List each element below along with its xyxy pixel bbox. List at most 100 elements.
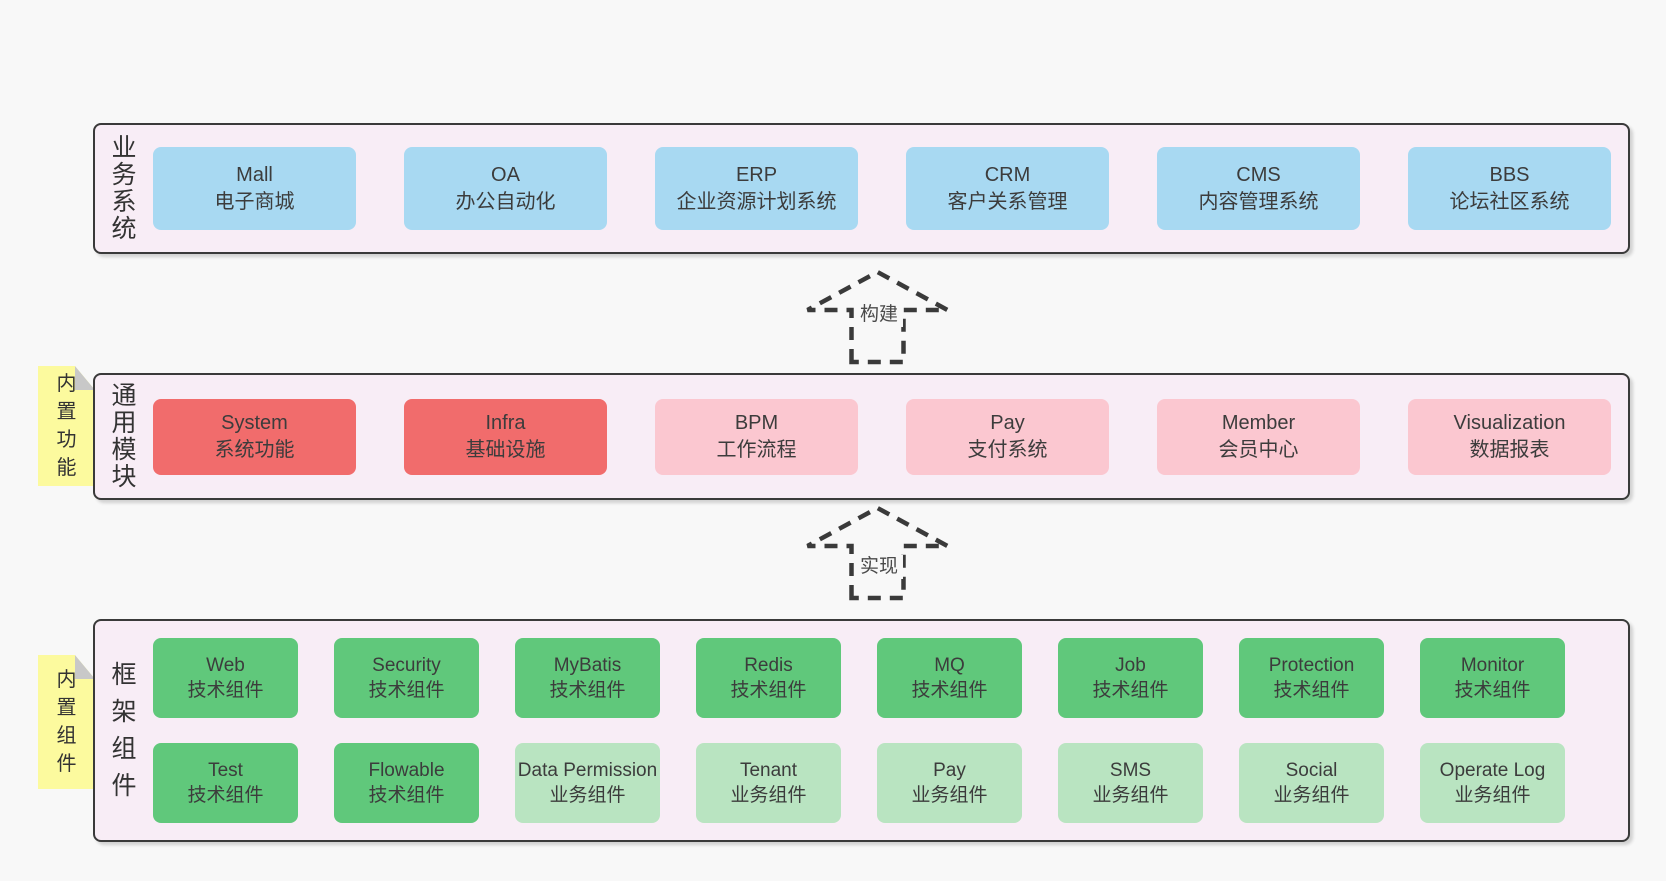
box-title: Protection xyxy=(1268,655,1355,676)
box-subtitle: 技术组件 xyxy=(1092,680,1169,701)
sticky-label-char: 内 xyxy=(56,669,77,691)
box-title: Mall xyxy=(236,163,273,186)
sticky-label-char: 内 xyxy=(56,373,77,395)
box-subtitle: 技术组件 xyxy=(368,785,445,806)
tier-label-char: 架 xyxy=(111,697,137,726)
box-title: Web xyxy=(206,655,245,676)
box-subtitle: 技术组件 xyxy=(549,680,626,701)
box-title: Pay xyxy=(933,760,966,781)
box-title: Job xyxy=(1115,655,1146,676)
sticky-note-label: 内置功能 xyxy=(57,370,77,482)
tier-label-char: 统 xyxy=(111,214,137,243)
box-subtitle: 技术组件 xyxy=(368,680,445,701)
box-title: Flowable xyxy=(368,760,445,781)
module-box-flowable: Flowable 技术组件 xyxy=(334,743,479,823)
box-title: Infra xyxy=(485,411,526,434)
tier-label-char: 模 xyxy=(111,435,137,464)
sticky-note-builtin-components: 内置组件 xyxy=(38,655,95,789)
module-box-pay: Pay 业务组件 xyxy=(877,743,1022,823)
sticky-label-char: 置 xyxy=(56,401,77,423)
tier-label-char: 组 xyxy=(111,734,137,763)
box-title: BBS xyxy=(1489,163,1530,186)
box-title: Social xyxy=(1285,760,1338,781)
sticky-note-label: 内置组件 xyxy=(57,666,77,778)
sticky-label-char: 能 xyxy=(56,457,77,479)
module-box-web: Web 技术组件 xyxy=(153,638,298,718)
dashed-up-arrow-implement xyxy=(806,505,949,601)
module-box-system: System 系统功能 xyxy=(153,398,356,475)
module-box-oa: OA 办公自动化 xyxy=(404,147,607,230)
box-subtitle: 技术组件 xyxy=(187,680,264,701)
box-subtitle: 会员中心 xyxy=(1218,438,1299,461)
module-box-sms: SMS 业务组件 xyxy=(1058,743,1203,823)
box-title: System xyxy=(221,411,288,434)
box-subtitle: 技术组件 xyxy=(911,680,988,701)
box-subtitle: 技术组件 xyxy=(1454,680,1531,701)
tier-label-char: 件 xyxy=(111,771,137,800)
box-title: BPM xyxy=(734,411,779,434)
tier-label-business-systems: 业务系统 xyxy=(95,125,153,252)
tier-label-common-modules: 通用模块 xyxy=(95,375,153,498)
box-title: Operate Log xyxy=(1439,760,1546,781)
sticky-note-builtin-features: 内置功能 xyxy=(38,366,95,486)
module-box-mybatis: MyBatis 技术组件 xyxy=(515,638,660,718)
dashed-up-arrow-build xyxy=(806,269,949,365)
module-box-infra: Infra 基础设施 xyxy=(404,398,607,475)
box-subtitle: 业务组件 xyxy=(1092,785,1169,806)
box-subtitle: 论坛社区系统 xyxy=(1449,190,1570,213)
arrow-label-build: 构建 xyxy=(854,303,904,327)
sticky-label-char: 功 xyxy=(56,429,77,451)
sticky-label-char: 置 xyxy=(56,697,77,719)
module-box-monitor: Monitor 技术组件 xyxy=(1420,638,1565,718)
box-subtitle: 基础设施 xyxy=(465,438,546,461)
module-box-tenant: Tenant 业务组件 xyxy=(696,743,841,823)
box-subtitle: 业务组件 xyxy=(1454,785,1531,806)
folded-corner-icon xyxy=(75,366,95,390)
box-subtitle: 系统功能 xyxy=(214,438,295,461)
tier-label-char: 用 xyxy=(111,408,137,437)
box-subtitle: 客户关系管理 xyxy=(947,190,1068,213)
tier-label-framework-components: 框架组件 xyxy=(95,621,153,840)
tier-label-char: 务 xyxy=(111,160,137,189)
tier-label-char: 业 xyxy=(111,133,137,162)
tier-label-char: 系 xyxy=(111,187,137,216)
folded-corner-icon xyxy=(75,655,95,679)
box-subtitle: 内容管理系统 xyxy=(1198,190,1319,213)
box-subtitle: 业务组件 xyxy=(730,785,807,806)
box-title: Monitor xyxy=(1460,655,1525,676)
box-title: OA xyxy=(491,163,520,186)
box-subtitle: 技术组件 xyxy=(1273,680,1350,701)
box-title: MQ xyxy=(934,655,965,676)
module-box-social: Social 业务组件 xyxy=(1239,743,1384,823)
module-box-bbs: BBS 论坛社区系统 xyxy=(1408,147,1611,230)
box-title: CMS xyxy=(1236,163,1281,186)
box-title: MyBatis xyxy=(553,655,622,676)
box-title: Tenant xyxy=(739,760,798,781)
box-subtitle: 办公自动化 xyxy=(455,190,556,213)
module-box-mq: MQ 技术组件 xyxy=(877,638,1022,718)
tier-label-char: 框 xyxy=(111,660,137,689)
box-subtitle: 技术组件 xyxy=(187,785,264,806)
box-title: SMS xyxy=(1109,760,1152,781)
box-subtitle: 业务组件 xyxy=(911,785,988,806)
box-subtitle: 业务组件 xyxy=(1273,785,1350,806)
box-title: CRM xyxy=(984,163,1031,186)
tier-label-char: 通 xyxy=(111,381,137,410)
